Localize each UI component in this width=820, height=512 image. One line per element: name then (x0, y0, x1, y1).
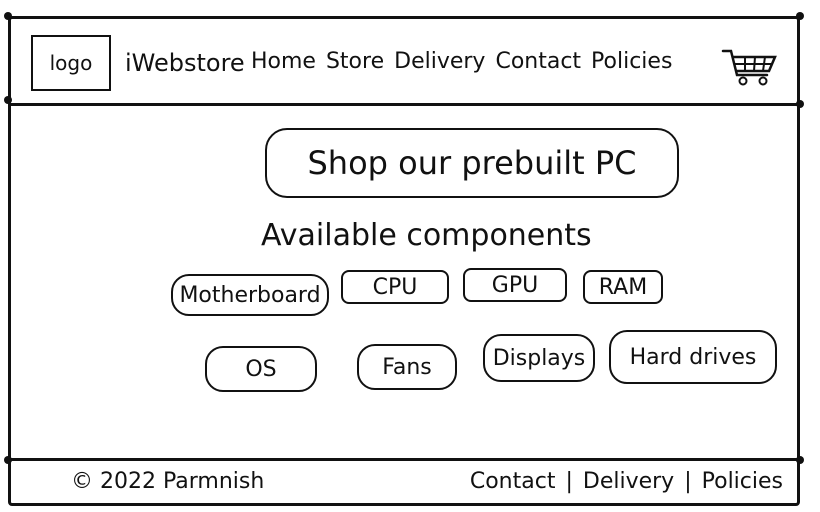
shop-prebuilt-label: Shop our prebuilt PC (307, 144, 637, 182)
nav-contact[interactable]: Contact (495, 49, 582, 74)
component-cpu[interactable]: CPU (341, 270, 449, 304)
brand-name[interactable]: iWebstore (125, 49, 245, 77)
page-frame: logo iWebstore Home Store Delivery Conta… (8, 16, 800, 506)
component-ram[interactable]: RAM (583, 270, 663, 304)
component-label: OS (245, 356, 277, 382)
logo[interactable]: logo (31, 35, 111, 91)
frame-corner-dot (4, 96, 12, 104)
component-gpu[interactable]: GPU (463, 268, 567, 302)
footer-link-policies[interactable]: Policies (701, 469, 783, 494)
cart-icon[interactable] (721, 47, 777, 87)
site-footer: © 2022 Parmnish Contact | Delivery | Pol… (11, 458, 797, 503)
main-content: Shop our prebuilt PC Available component… (11, 106, 797, 450)
nav-delivery[interactable]: Delivery (394, 49, 486, 74)
logo-label: logo (49, 51, 93, 75)
component-hard-drives[interactable]: Hard drives (609, 330, 777, 384)
component-label: GPU (491, 272, 539, 298)
site-header: logo iWebstore Home Store Delivery Conta… (11, 19, 797, 106)
frame-corner-dot (796, 100, 804, 108)
footer-link-contact[interactable]: Contact (469, 469, 556, 494)
component-label: Fans (382, 354, 432, 380)
component-label: Displays (492, 345, 586, 371)
component-os[interactable]: OS (205, 346, 317, 392)
component-fans[interactable]: Fans (357, 344, 457, 390)
component-label: RAM (598, 274, 648, 300)
component-label: Hard drives (629, 344, 757, 370)
copyright-text: © 2022 Parmnish (71, 469, 265, 494)
component-label: CPU (372, 274, 418, 300)
frame-corner-dot (796, 456, 804, 464)
section-title: Available components (261, 218, 592, 253)
frame-corner-dot (796, 12, 804, 20)
component-motherboard[interactable]: Motherboard (171, 274, 329, 316)
frame-corner-dot (4, 456, 12, 464)
shop-prebuilt-button[interactable]: Shop our prebuilt PC (265, 128, 679, 198)
frame-corner-dot (4, 12, 12, 20)
component-label: Motherboard (179, 282, 321, 308)
footer-separator: | (684, 469, 692, 494)
footer-links: Contact | Delivery | Policies (470, 469, 783, 494)
nav-policies[interactable]: Policies (591, 49, 673, 74)
nav-home[interactable]: Home (251, 49, 316, 74)
footer-link-delivery[interactable]: Delivery (582, 469, 675, 494)
nav-store[interactable]: Store (325, 49, 385, 74)
component-displays[interactable]: Displays (483, 334, 595, 382)
main-nav: Home Store Delivery Contact Policies (251, 49, 672, 74)
footer-separator: | (565, 469, 573, 494)
